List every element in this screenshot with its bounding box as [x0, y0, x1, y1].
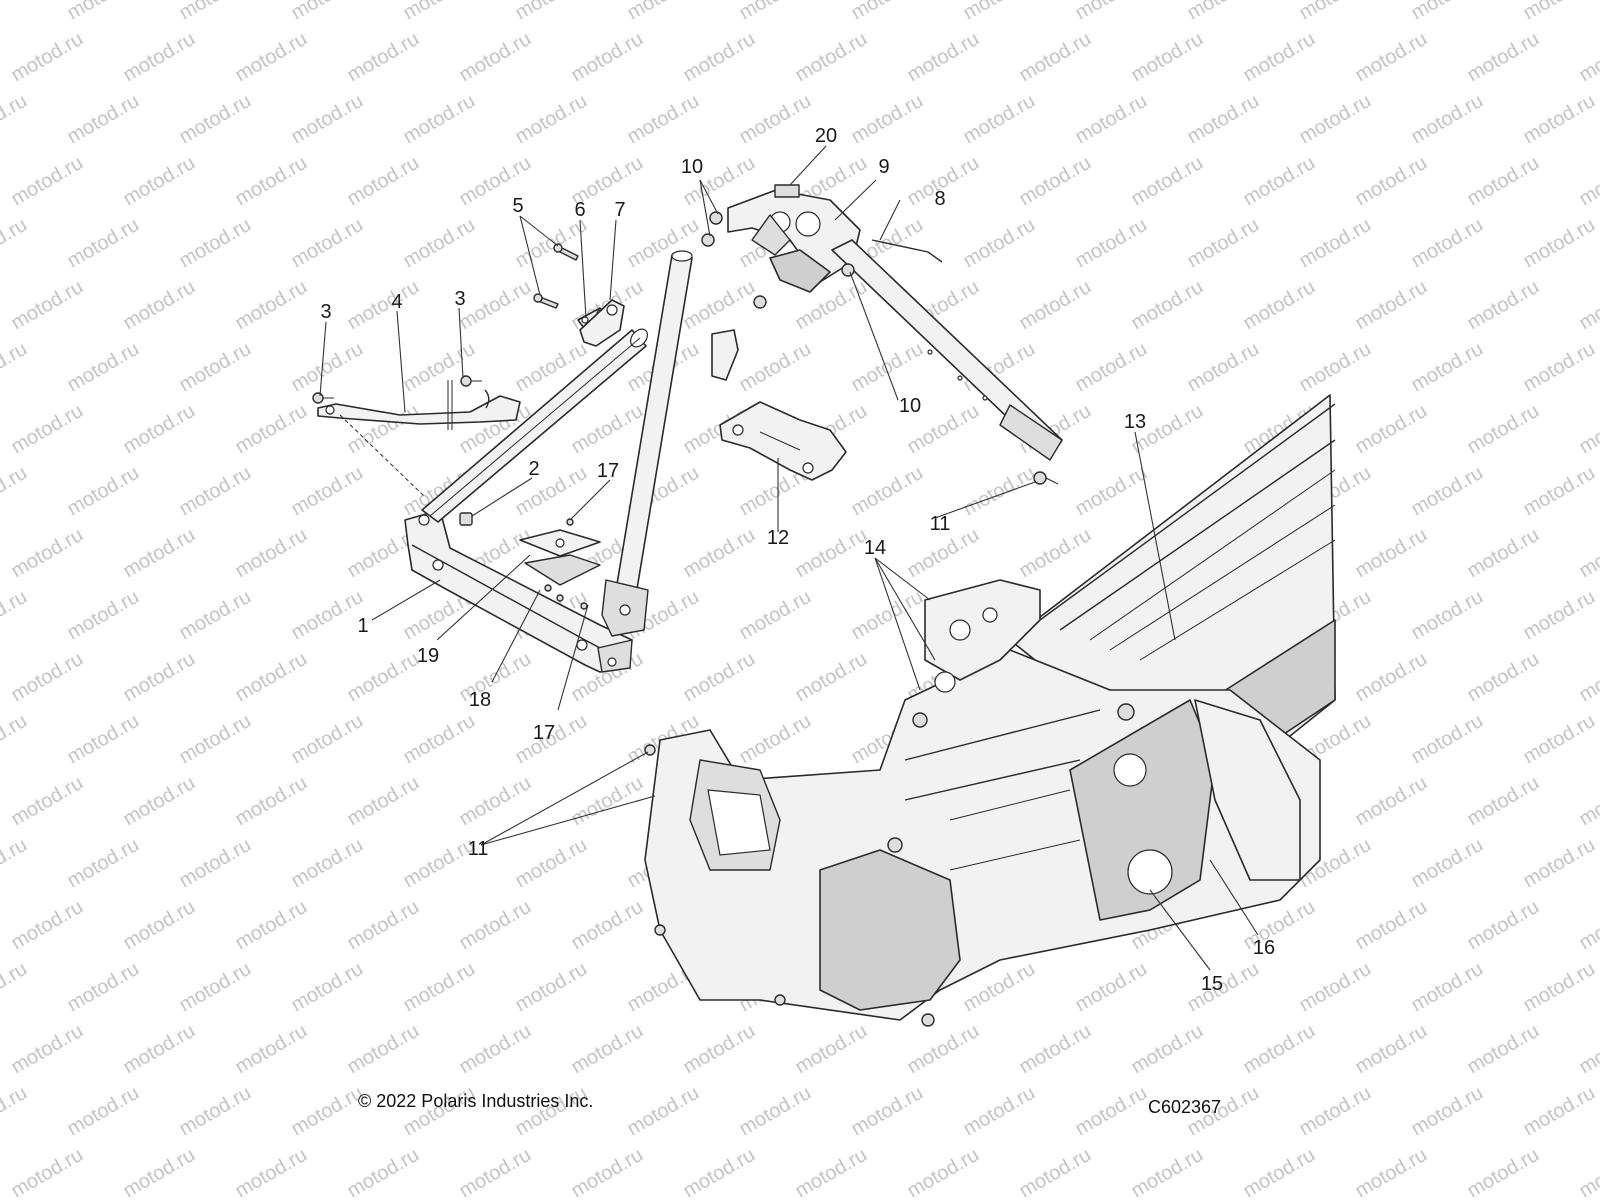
callout-11-lower: 11 [468, 838, 489, 860]
callout-10-upper: 10 [681, 156, 703, 178]
callout-6: 6 [574, 199, 585, 221]
part-isolator-19 [519, 529, 601, 557]
part-bolts-5 [533, 243, 579, 309]
assembly-dashed-line [339, 414, 425, 497]
callout-4: 4 [391, 291, 402, 313]
part-plate-12 [719, 401, 847, 481]
part-main-chassis [644, 579, 1321, 1027]
part-bracket-arm [317, 380, 521, 430]
part-wire-8 [871, 239, 943, 263]
part-clamps-10 [701, 211, 855, 309]
part-plate-18 [524, 554, 601, 586]
drawing-number: C602367 [1148, 1097, 1221, 1117]
part-right-tube [601, 250, 693, 637]
part-bolt-11-upper [1033, 471, 1059, 485]
callout-3a: 3 [320, 301, 331, 323]
callout-20: 20 [815, 125, 837, 147]
callout-5: 5 [512, 195, 523, 217]
callout-8: 8 [934, 188, 945, 210]
callout-10-lower: 10 [899, 395, 921, 417]
callout-18: 18 [469, 689, 491, 711]
callout-16: 16 [1253, 937, 1275, 959]
part-spacer [459, 512, 473, 526]
part-left-tube [421, 328, 648, 523]
part-screws-17 [544, 518, 588, 610]
callout-2: 2 [528, 458, 539, 480]
part-bolt-3b [460, 375, 482, 387]
callout-17-lower: 17 [533, 722, 555, 744]
part-label-20 [774, 184, 800, 198]
part-front-lower-frame [404, 509, 633, 673]
callout-12: 12 [767, 527, 789, 549]
callout-11-upper: 11 [930, 513, 951, 535]
copyright-text: © 2022 Polaris Industries Inc. [358, 1091, 593, 1111]
parts-layer [312, 145, 1336, 1027]
callout-14: 14 [864, 537, 886, 559]
part-tube-clamp [711, 329, 739, 381]
callout-15: 15 [1201, 973, 1223, 995]
callout-3b: 3 [454, 288, 465, 310]
callout-13: 13 [1124, 411, 1146, 433]
leader-lines [319, 145, 1259, 971]
callout-17-upper: 17 [597, 460, 619, 482]
part-steering-post [727, 189, 1063, 461]
callout-labels: 1 2 3 3 4 5 6 7 8 9 10 10 11 11 12 13 14… [320, 125, 1275, 995]
part-clamp-7 [579, 299, 625, 347]
callout-19: 19 [417, 645, 439, 667]
callout-1: 1 [357, 615, 368, 637]
callout-9: 9 [878, 156, 889, 178]
callout-7: 7 [614, 199, 625, 221]
